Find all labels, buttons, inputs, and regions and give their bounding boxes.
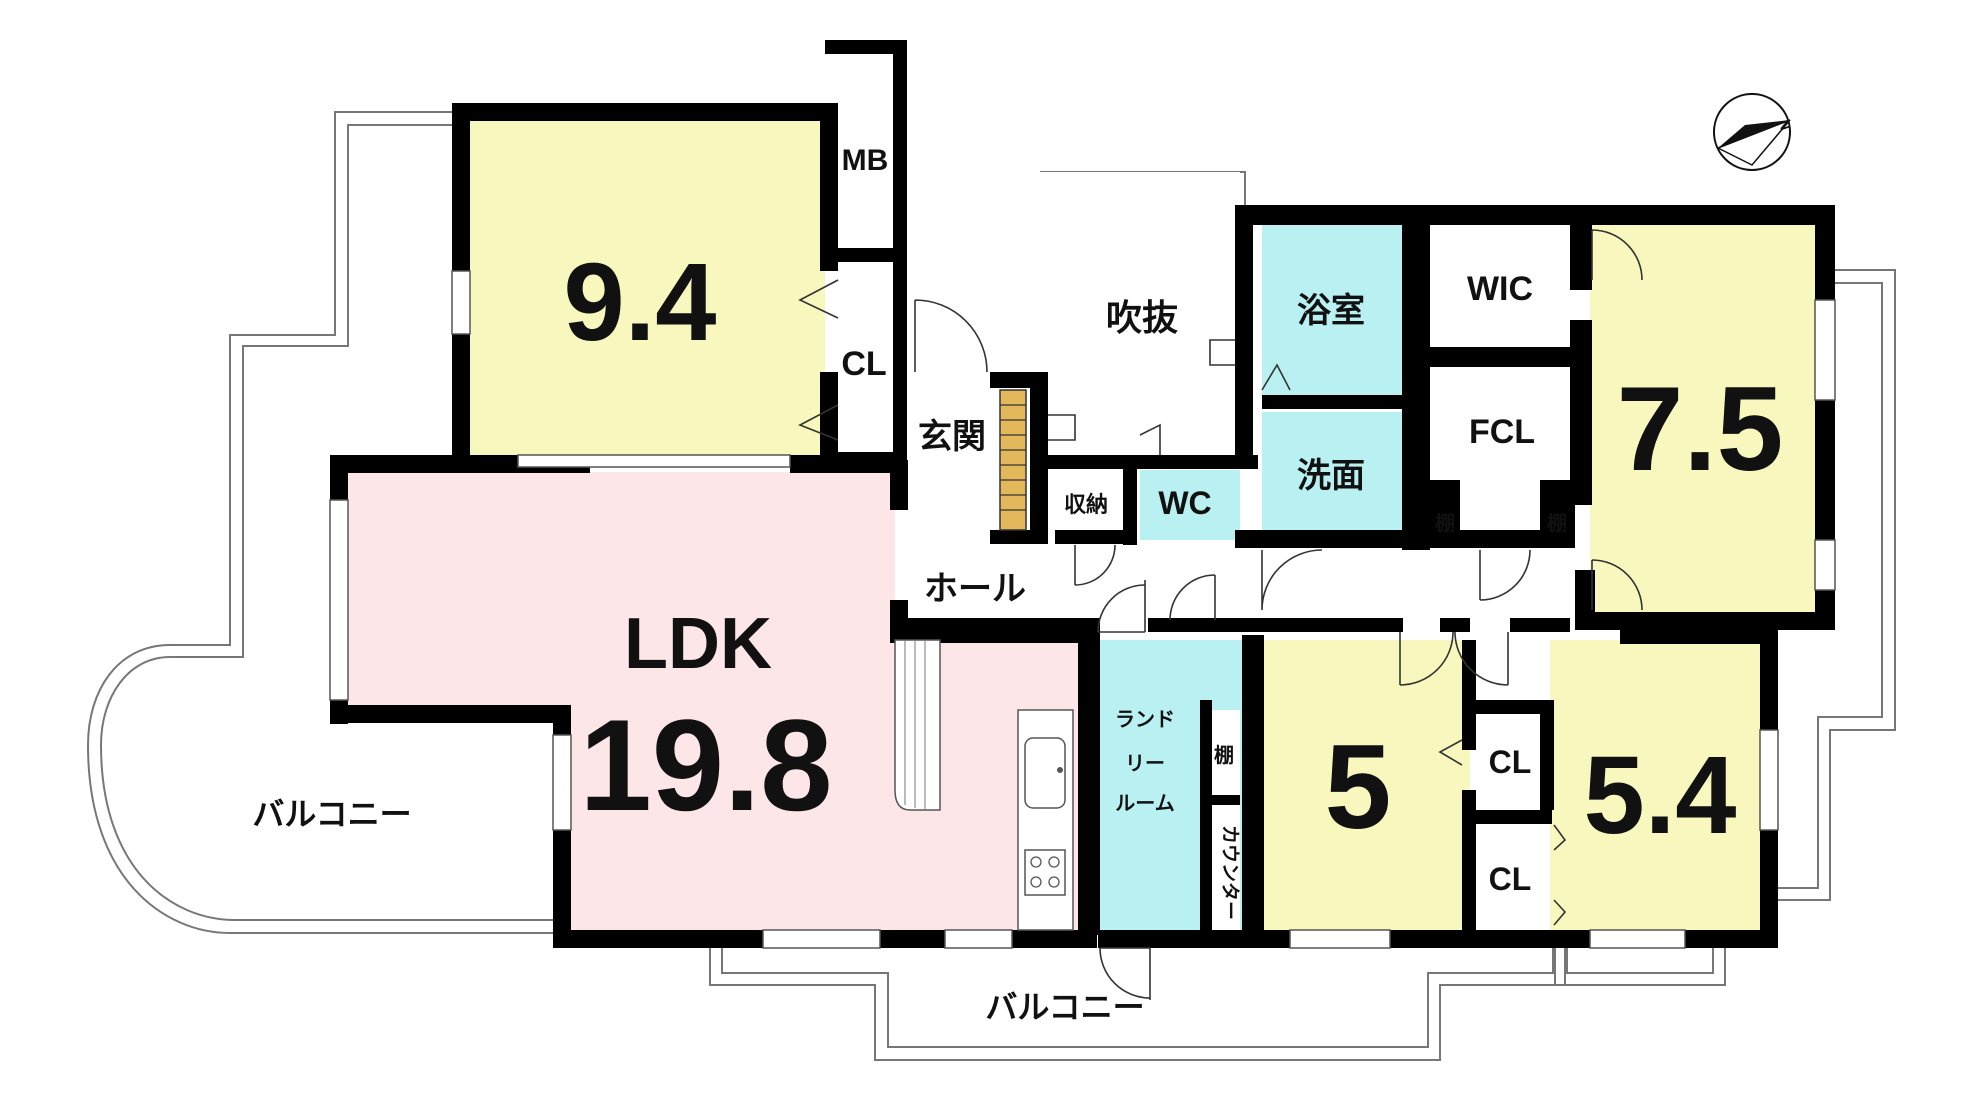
- room-5: [1262, 640, 1470, 935]
- balcony-outlines: [86, 111, 1896, 1061]
- laundry-counter: [1208, 805, 1240, 933]
- stove-icon: [1024, 849, 1066, 896]
- kitchen-sink-icon: [1024, 737, 1066, 809]
- room-hall: [908, 540, 1590, 620]
- room-fukinuke: [1040, 172, 1240, 457]
- room-wc: [1140, 470, 1240, 542]
- label-laundry-3: ルーム: [1115, 793, 1174, 815]
- label-cl-top: CL: [841, 345, 886, 383]
- compass-north-icon: N: [1713, 93, 1793, 171]
- label-laundry-2: リー: [1125, 753, 1165, 775]
- room-size-5-4: 5.4: [1584, 734, 1737, 857]
- room-size-5: 5: [1325, 720, 1392, 854]
- windows: [329, 270, 1836, 949]
- room-9-4: [465, 120, 825, 455]
- label-yokushitsu: 浴室: [1297, 291, 1365, 330]
- label-laundry-shelf: 棚: [1214, 743, 1234, 767]
- label-fukinuke: 吹抜: [1106, 297, 1178, 338]
- doors: [798, 229, 1643, 1000]
- room-size-9-4: 9.4: [564, 241, 717, 364]
- label-cl-low: CL: [1489, 861, 1532, 897]
- room-cl-top: [835, 270, 900, 455]
- room-size-ldk: 19.8: [579, 692, 832, 838]
- label-counter: カウンター: [1219, 825, 1241, 920]
- room-cl-mid: [1480, 710, 1540, 810]
- room-cl-low: [1480, 825, 1540, 935]
- label-hall: ホール: [924, 570, 1026, 608]
- stair-icon: [999, 389, 1027, 531]
- room-labels: 9.4 MB CL 吹抜 浴室 WIC 7.5 玄関 収納 WC 洗面 FCL …: [252, 144, 1783, 1025]
- label-genkan: 玄関: [918, 418, 986, 456]
- label-wic: WIC: [1467, 270, 1533, 308]
- room-yokushitsu: [1262, 225, 1402, 395]
- label-mb: MB: [842, 144, 889, 177]
- label-laundry-1: ランド: [1115, 709, 1175, 731]
- laundry-shelf: [1208, 710, 1240, 795]
- label-balcony-west: バルコニー: [252, 796, 411, 832]
- label-cl-mid: CL: [1489, 744, 1532, 780]
- room-ldk: [345, 472, 1078, 935]
- walls: [330, 40, 1835, 948]
- room-senmen: [1262, 412, 1402, 542]
- room-wic: [1430, 225, 1570, 350]
- label-tana-left: 棚: [1435, 511, 1455, 535]
- room-mb: [835, 50, 900, 250]
- label-wc: WC: [1158, 485, 1211, 521]
- label-tana-right: 棚: [1547, 511, 1567, 535]
- label-shuno: 収納: [1064, 492, 1108, 517]
- label-ldk: LDK: [624, 604, 772, 684]
- label-balcony-south: バルコニー: [985, 989, 1144, 1025]
- room-7-5: [1590, 225, 1830, 620]
- label-fcl: FCL: [1469, 413, 1535, 451]
- room-size-7-5: 7.5: [1617, 362, 1784, 496]
- label-senmen: 洗面: [1297, 457, 1365, 495]
- room-5-4: [1550, 640, 1775, 935]
